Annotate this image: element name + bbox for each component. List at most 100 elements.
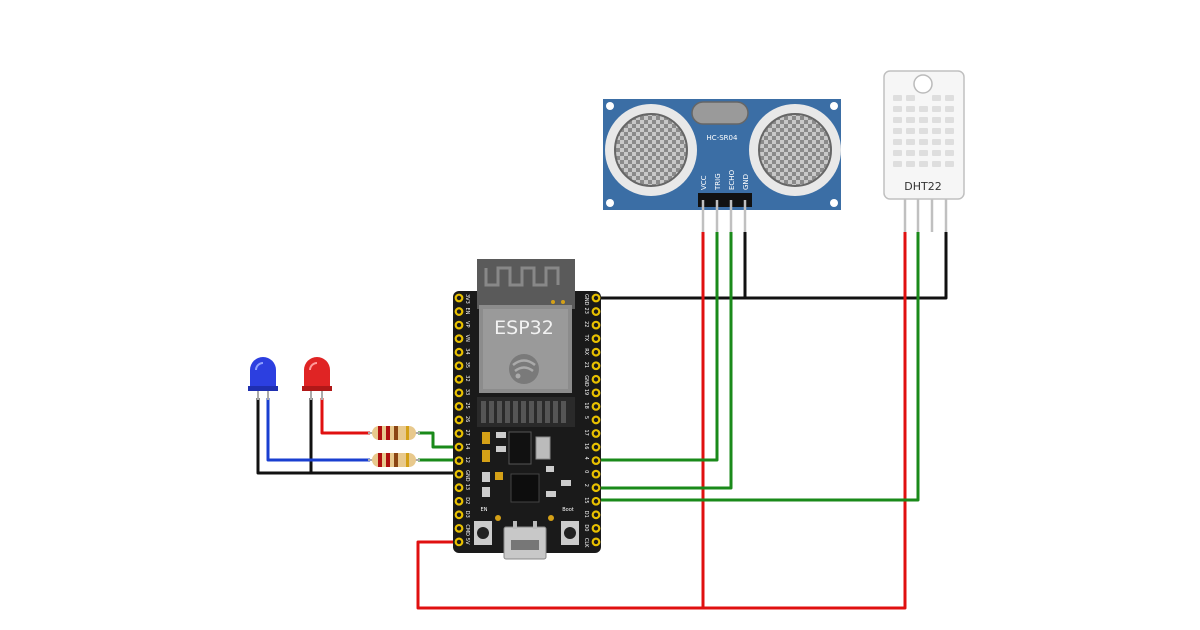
right-pin — [591, 537, 601, 547]
left-pin-label: 3V3 — [464, 294, 470, 304]
hcsr04-header — [698, 193, 752, 207]
esp32-title: ESP32 — [494, 317, 554, 339]
pin-label-echo: ECHO — [728, 169, 736, 190]
en-label: EN — [481, 507, 488, 513]
wire-resistor-to-gpio27 — [418, 431, 457, 449]
right-pin — [591, 334, 601, 344]
resistor-1 — [368, 426, 420, 440]
left-pin-label: 35 — [464, 362, 470, 368]
right-pin-label: 23 — [583, 308, 589, 314]
right-pin — [591, 293, 601, 303]
left-pin-label: D3 — [464, 511, 470, 518]
resistor-2 — [368, 453, 420, 467]
wire-5v-power — [416, 232, 907, 610]
right-pin — [591, 510, 601, 520]
left-pin-label: 33 — [464, 389, 470, 395]
left-pin — [454, 510, 464, 520]
left-pin — [454, 415, 464, 425]
right-pin-label: GND — [583, 375, 589, 387]
right-pin — [591, 523, 601, 533]
dht22-sensor: DHT22 — [883, 70, 965, 232]
right-pin — [591, 442, 601, 452]
left-pin-label: D2 — [464, 497, 470, 504]
pin-label-gnd: GND — [742, 174, 750, 190]
left-pin — [454, 402, 464, 411]
right-pin — [591, 456, 601, 466]
right-pin-label: 5 — [583, 416, 589, 419]
esp32-board: ESP32 — [453, 259, 601, 560]
right-pin-label: 16 — [583, 443, 589, 449]
right-pin-label: 15 — [583, 497, 589, 503]
boot-label: Boot — [562, 507, 574, 513]
right-pin — [591, 429, 601, 438]
right-pin-label: TX — [583, 334, 589, 342]
boot-button[interactable] — [561, 521, 579, 545]
left-pin — [454, 456, 464, 466]
left-pin-label: EN — [464, 308, 470, 315]
wire-dht-data — [596, 232, 920, 502]
right-pin — [591, 361, 601, 371]
left-pin-label: 12 — [464, 457, 470, 463]
left-pin — [454, 320, 464, 330]
right-pin-label: 2 — [583, 484, 589, 487]
left-pin-label: 13 — [464, 484, 470, 490]
wire-gnd-esp-to-sensors — [597, 232, 948, 300]
left-pin — [454, 374, 464, 384]
left-pin-label: 26 — [464, 416, 470, 422]
left-pin — [454, 469, 464, 479]
right-pin — [591, 374, 601, 384]
right-pin-label: RX — [583, 348, 589, 355]
right-pin-label: 4 — [583, 457, 589, 460]
wire-red-led-anode — [320, 398, 370, 435]
left-pin-label: 25 — [464, 402, 470, 408]
wire-blue-led-anode — [266, 398, 370, 462]
wire-trig — [596, 232, 719, 462]
left-pin — [454, 293, 464, 303]
led-blue — [248, 357, 278, 400]
right-pin-label: 18 — [583, 402, 589, 408]
right-pin-label: D0 — [583, 524, 589, 531]
left-pin-label: 34 — [464, 348, 470, 354]
left-pin — [454, 496, 464, 506]
espressif-logo-icon — [509, 354, 539, 384]
right-pin — [591, 402, 601, 411]
left-pin — [454, 307, 464, 316]
left-pin-label: 27 — [464, 430, 470, 436]
right-pin-label: 19 — [583, 389, 589, 395]
right-pin — [591, 347, 601, 357]
left-pin-label: 14 — [464, 443, 470, 449]
crystal-oscillator — [691, 101, 749, 125]
left-pin-label: CMD — [464, 524, 470, 536]
en-button[interactable] — [474, 521, 492, 545]
right-pin-label: 22 — [583, 321, 589, 327]
right-pin-label: 21 — [583, 362, 589, 368]
wire-gnd-leds — [256, 398, 457, 475]
wire-echo — [596, 232, 733, 490]
left-pin-label: VP — [464, 321, 470, 327]
dht22-body — [883, 70, 965, 200]
left-pin — [454, 537, 464, 547]
right-pin-label: 0 — [583, 470, 589, 473]
left-pin — [454, 361, 464, 371]
right-pin — [591, 388, 601, 398]
left-pin-header: 3V3ENVPVN343532332526271412GND13D2D3CMD5… — [454, 293, 470, 547]
left-pin — [454, 442, 464, 452]
right-pin — [591, 307, 601, 316]
left-pin — [454, 483, 464, 493]
pin-label-trig: TRIG — [714, 173, 722, 191]
left-pin — [454, 429, 464, 438]
right-pin-label: CLK — [583, 538, 589, 548]
dht22-title: DHT22 — [904, 180, 941, 193]
right-pin-label: 17 — [583, 430, 589, 436]
right-pin-label: GND — [583, 294, 589, 306]
right-pin-label: D1 — [583, 511, 589, 518]
left-pin-label: GND — [464, 470, 470, 482]
left-pin — [454, 334, 464, 344]
left-pin-label: 32 — [464, 375, 470, 381]
led-red — [302, 357, 332, 400]
left-pin — [454, 347, 464, 357]
left-pin-label: 5V — [464, 538, 470, 545]
right-pin — [591, 320, 601, 330]
